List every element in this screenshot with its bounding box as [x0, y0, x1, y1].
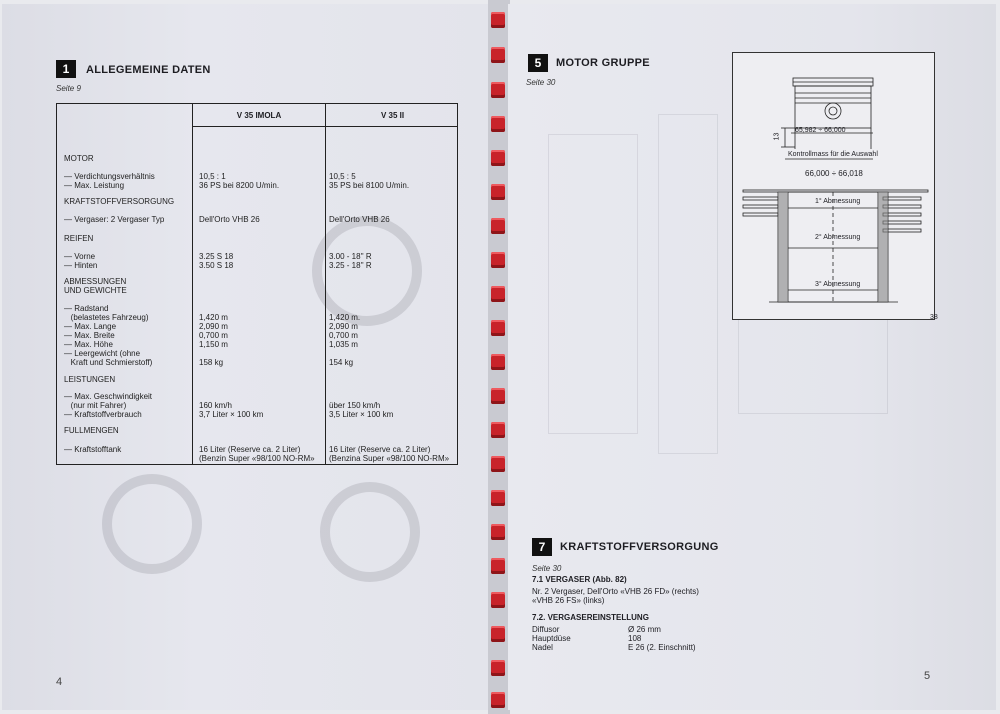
section-5-number: 5	[528, 54, 548, 72]
motorcycle-watermark-wheel	[320, 482, 420, 582]
carburetor-settings-heading: 7.2. VERGASEREINSTELLUNG	[532, 613, 649, 622]
right-page-number: 5	[924, 670, 931, 682]
binding-ring	[491, 320, 505, 336]
section-7-page-ref: Seite 30	[532, 564, 562, 573]
figure-number: 38	[930, 314, 938, 321]
settings-values: Ø 26 mm 108 E 26 (2. Einschnitt)	[628, 625, 696, 652]
section-1-number: 1	[56, 60, 76, 78]
binding-ring	[491, 692, 505, 708]
table-header-divider	[192, 126, 457, 127]
size-level-3-label: 3° Abmessung	[815, 281, 861, 288]
left-page-number: 4	[56, 676, 63, 688]
v35ii-value: 3.00 - 18'' R 3.25 - 18'' R	[329, 252, 372, 270]
v35ii-value: 16 Liter (Reserve ca. 2 Liter) (Benzina …	[329, 445, 450, 463]
table-label: ABMESSUNGEN UND GEWICHTE	[64, 277, 127, 295]
binding-ring	[491, 252, 505, 268]
binding-ring	[491, 218, 505, 234]
table-label: — Vergaser: 2 Vergaser Typ	[64, 215, 165, 224]
binding-ring	[491, 184, 505, 200]
binding-ring	[491, 558, 505, 574]
table-label: — Radstand (belastetes Fahrzeug) — Max. …	[64, 304, 153, 367]
left-page	[2, 4, 490, 710]
spiral-binding	[488, 0, 510, 714]
imola-value: 3.25 S 18 3.50 S 18	[199, 252, 234, 270]
column-header-v35-imola: V 35 IMOLA	[236, 111, 282, 120]
size-level-2-label: 2° Abmessung	[815, 234, 861, 241]
binding-ring	[491, 286, 505, 302]
v35ii-value: 10,5 : 5 35 PS bei 8100 U/min.	[329, 172, 410, 190]
section-1-page-ref: Seite 9	[56, 84, 81, 93]
table-label: — Kraftstofftank	[64, 445, 122, 454]
settings-labels: Diffusor Hauptdüse Nadel	[532, 625, 571, 652]
table-label: — Max. Geschwindigkeit (nur mit Fahrer) …	[64, 392, 153, 419]
v35ii-value: 1,420 m. 2,090 m 0,700 m 1,035 m 154 kg	[329, 313, 361, 367]
binding-ring	[491, 592, 505, 608]
table-label: LEISTUNGEN	[64, 375, 116, 384]
piston-cylinder-drawing	[742, 77, 929, 303]
binding-ring	[491, 116, 505, 132]
binding-ring	[491, 47, 505, 63]
section-1-title: ALLEGEMEINE DATEN	[86, 64, 211, 76]
imola-value: Dell'Orto VHB 26	[199, 215, 260, 224]
table-column-divider	[192, 104, 193, 464]
imola-value: 10,5 : 1 36 PS bei 8200 U/min.	[199, 172, 280, 190]
carburetor-text: Nr. 2 Vergaser, Dell'Orto «VHB 26 FD» (r…	[532, 587, 699, 605]
motorcycle-watermark-front-wheel	[312, 216, 422, 326]
binding-ring	[491, 524, 505, 540]
dimension-13-label: 13	[773, 132, 781, 141]
table-label: KRAFTSTOFFVERSORGUNG	[64, 197, 175, 206]
table-column-divider	[325, 104, 326, 464]
piston-cylinder-diagram: 65,982 ÷ 66,000 13 Kontrollmass für die …	[732, 52, 935, 320]
binding-ring	[491, 12, 505, 28]
binding-ring	[491, 490, 505, 506]
size-level-1-label: 1° Abmessung	[815, 198, 861, 205]
binding-ring	[491, 150, 505, 166]
motorcycle-watermark-rear-wheel	[102, 474, 202, 574]
binding-ring	[491, 456, 505, 472]
imola-value: 160 km/h 3,7 Liter × 100 km	[199, 401, 264, 419]
binding-ring	[491, 422, 505, 438]
section-5-page-ref: Seite 30	[526, 78, 556, 87]
binding-ring	[491, 660, 505, 676]
binding-ring	[491, 626, 505, 642]
table-label: — Vorne — Hinten	[64, 252, 98, 270]
piston-diameter-label: 65,982 ÷ 66,000	[795, 127, 846, 134]
table-label: FULLMENGEN	[64, 426, 119, 435]
binding-ring	[491, 82, 505, 98]
column-header-v35-ii: V 35 II	[380, 111, 405, 120]
table-label: — Verdichtungsverhältnis — Max. Leistung	[64, 172, 155, 190]
show-through-drawing	[658, 114, 718, 454]
binding-ring	[491, 354, 505, 370]
table-label: MOTOR	[64, 154, 94, 163]
section-7-number: 7	[532, 538, 552, 556]
imola-value: 1,420 m 2,090 m 0,700 m 1,150 m 158 kg	[199, 313, 228, 367]
bore-diameter-label: 66,000 ÷ 66,018	[805, 169, 863, 178]
v35ii-value: über 150 km/h 3,5 Liter × 100 km	[329, 401, 394, 419]
table-label: REIFEN	[64, 234, 94, 243]
general-data-table: V 35 IMOLA V 35 II MOTOR — Verdichtungsv…	[56, 103, 458, 465]
section-5-title: MOTOR GRUPPE	[556, 57, 650, 69]
imola-value: 16 Liter (Reserve ca. 2 Liter) (Benzin S…	[199, 445, 315, 463]
v35ii-value: Dell'Orto VHB 26	[329, 215, 390, 224]
carburetor-heading: 7.1 VERGASER (Abb. 82)	[532, 575, 627, 584]
show-through-drawing	[548, 134, 638, 434]
section-7-title: KRAFTSTOFFVERSORGUNG	[560, 541, 719, 553]
control-measure-label: Kontrollmass für die Auswahl	[788, 151, 878, 158]
binding-ring	[491, 388, 505, 404]
